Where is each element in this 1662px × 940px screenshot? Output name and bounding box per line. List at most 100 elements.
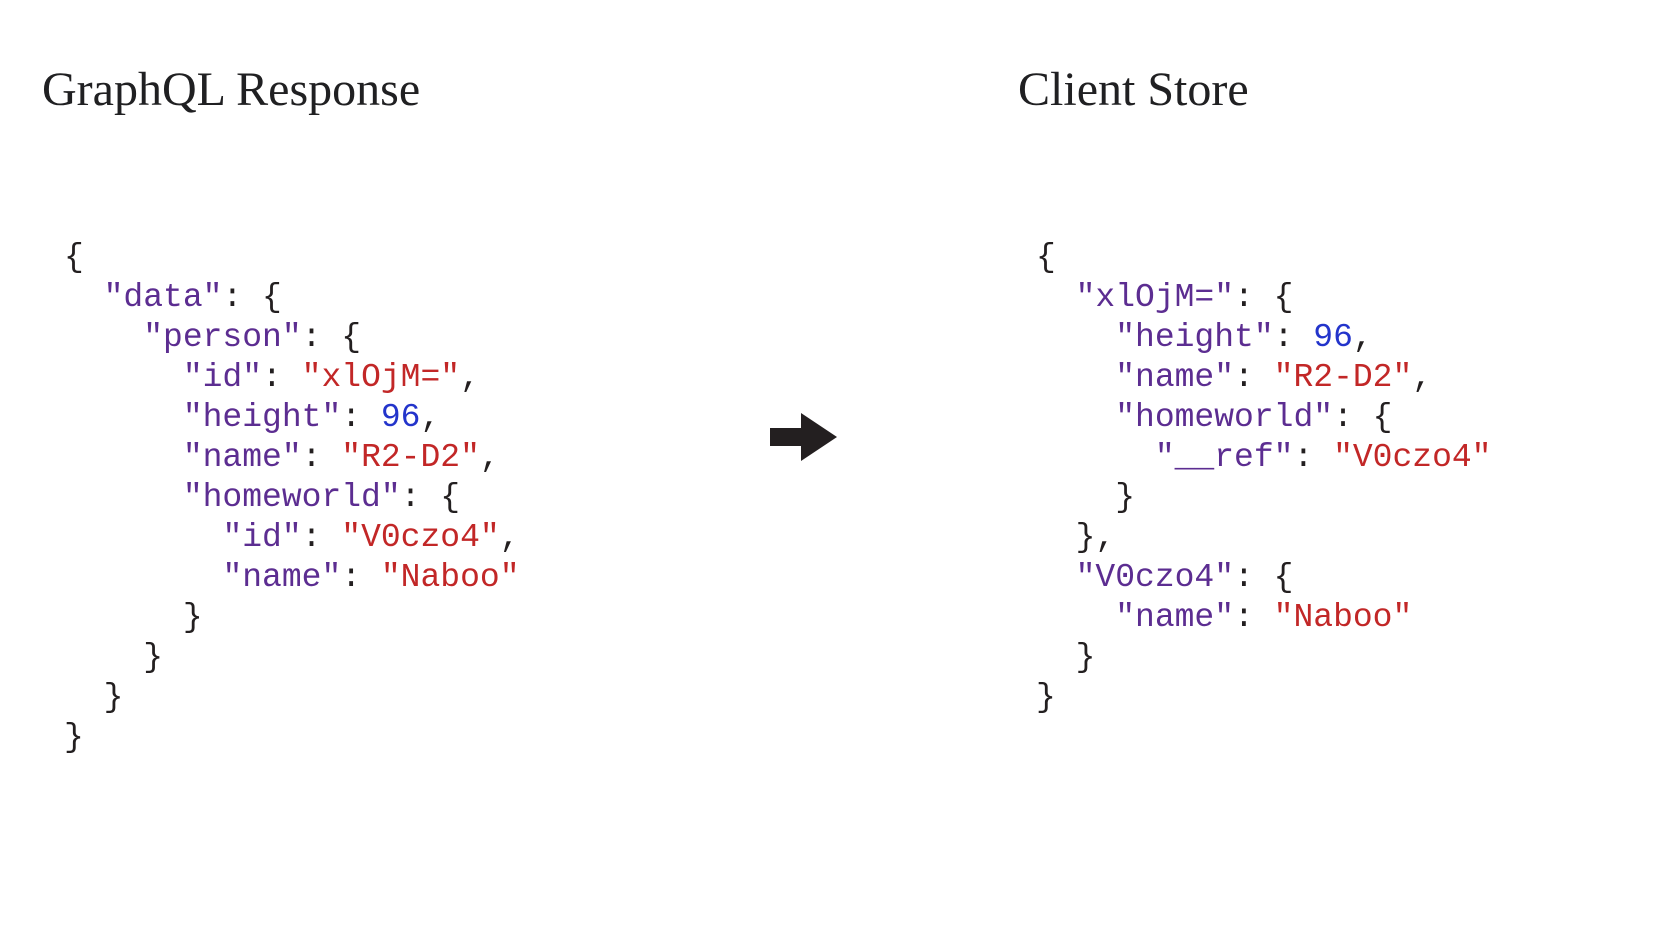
- code-line: },: [1036, 518, 1492, 558]
- code-line: }: [64, 678, 520, 718]
- token-key: "name": [1115, 359, 1235, 396]
- token-punctuation: :: [1273, 319, 1314, 356]
- token-string: "Naboo": [1273, 599, 1413, 636]
- token-punctuation: }: [64, 599, 203, 636]
- code-line: "id": "xlOjM=",: [64, 358, 520, 398]
- graphql-response-title: GraphQL Response: [42, 63, 421, 116]
- token-string: "xlOjM=": [301, 359, 461, 396]
- token-punctuation: [1036, 359, 1115, 396]
- code-line: "xlOjM=": {: [1036, 278, 1492, 318]
- token-punctuation: [1036, 279, 1076, 316]
- token-punctuation: [1036, 439, 1155, 476]
- token-number: 96: [1313, 319, 1353, 356]
- code-line: }: [64, 638, 520, 678]
- token-key: "name": [182, 439, 302, 476]
- token-key: "__ref": [1154, 439, 1294, 476]
- token-punctuation: [1036, 599, 1115, 636]
- token-punctuation: :: [341, 559, 381, 596]
- token-key: "xlOjM=": [1075, 279, 1235, 316]
- code-line: "data": {: [64, 278, 520, 318]
- token-punctuation: {: [1036, 239, 1056, 276]
- token-punctuation: [64, 479, 183, 516]
- token-punctuation: }: [64, 639, 164, 676]
- token-punctuation: :: [1293, 439, 1334, 476]
- token-key: "person": [143, 319, 302, 356]
- code-line: "height": 96,: [64, 398, 520, 438]
- code-line: "person": {: [64, 318, 520, 358]
- token-punctuation: : {: [222, 279, 282, 316]
- client-store-code: { "xlOjM=": { "height": 96, "name": "R2-…: [1036, 238, 1492, 718]
- token-punctuation: }: [64, 719, 84, 756]
- code-line: "name": "R2-D2",: [64, 438, 520, 478]
- token-key: "height": [1115, 319, 1274, 356]
- right-arrow-icon: [770, 413, 837, 461]
- token-punctuation: :: [262, 359, 302, 396]
- code-line: "homeworld": {: [64, 478, 520, 518]
- client-store-title: Client Store: [1018, 63, 1249, 116]
- code-line: }: [64, 598, 520, 638]
- token-punctuation: :: [1234, 599, 1274, 636]
- token-punctuation: ,: [420, 399, 441, 436]
- token-punctuation: [64, 399, 183, 436]
- token-key: "homeworld": [1115, 399, 1334, 436]
- token-string: "Naboo": [380, 559, 520, 596]
- token-key: "id": [222, 519, 302, 556]
- code-line: "name": "Naboo": [64, 558, 520, 598]
- code-line: }: [64, 718, 520, 758]
- token-punctuation: :: [1234, 359, 1274, 396]
- token-punctuation: },: [1036, 519, 1116, 556]
- token-punctuation: : {: [1234, 559, 1294, 596]
- token-punctuation: [64, 559, 222, 596]
- graphql-response-code: { "data": { "person": { "id": "xlOjM=", …: [64, 238, 520, 758]
- token-key: "name": [222, 559, 342, 596]
- token-key: "data": [103, 279, 223, 316]
- code-line: }: [1036, 678, 1492, 718]
- token-punctuation: : {: [1234, 279, 1294, 316]
- code-line: "id": "V0czo4",: [64, 518, 520, 558]
- code-line: "name": "R2-D2",: [1036, 358, 1492, 398]
- code-line: {: [64, 238, 520, 278]
- token-punctuation: ,: [1352, 319, 1373, 356]
- code-line: "name": "Naboo": [1036, 598, 1492, 638]
- token-punctuation: }: [1036, 679, 1056, 716]
- code-line: "homeworld": {: [1036, 398, 1492, 438]
- token-key: "V0czo4": [1075, 559, 1235, 596]
- token-punctuation: [64, 439, 183, 476]
- token-string: "R2-D2": [341, 439, 480, 476]
- code-line: "V0czo4": {: [1036, 558, 1492, 598]
- code-line: }: [1036, 478, 1492, 518]
- token-punctuation: [1036, 319, 1115, 356]
- token-punctuation: :: [341, 399, 381, 436]
- token-string: "R2-D2": [1273, 359, 1413, 396]
- token-punctuation: [1036, 399, 1115, 436]
- token-punctuation: }: [1036, 639, 1096, 676]
- token-punctuation: [64, 519, 222, 556]
- token-punctuation: : {: [400, 479, 461, 516]
- token-punctuation: :: [301, 519, 342, 556]
- token-punctuation: ,: [499, 519, 520, 556]
- token-punctuation: }: [1036, 479, 1136, 516]
- token-punctuation: [64, 319, 143, 356]
- token-punctuation: {: [64, 239, 84, 276]
- token-punctuation: :: [301, 439, 342, 476]
- code-line: "__ref": "V0czo4": [1036, 438, 1492, 478]
- token-key: "id": [182, 359, 263, 396]
- code-line: }: [1036, 638, 1492, 678]
- token-punctuation: }: [64, 679, 124, 716]
- right-arrow-shape: [770, 413, 837, 461]
- transform-arrow: [770, 411, 838, 463]
- token-punctuation: [1036, 559, 1076, 596]
- token-punctuation: ,: [479, 439, 500, 476]
- token-string: "V0czo4": [341, 519, 500, 556]
- code-line: "height": 96,: [1036, 318, 1492, 358]
- token-punctuation: [64, 279, 104, 316]
- token-key: "height": [182, 399, 342, 436]
- token-string: "V0czo4": [1333, 439, 1492, 476]
- token-key: "name": [1115, 599, 1235, 636]
- token-punctuation: ,: [460, 359, 480, 396]
- token-punctuation: ,: [1412, 359, 1433, 396]
- token-punctuation: [64, 359, 183, 396]
- token-key: "homeworld": [182, 479, 401, 516]
- token-punctuation: : {: [301, 319, 362, 356]
